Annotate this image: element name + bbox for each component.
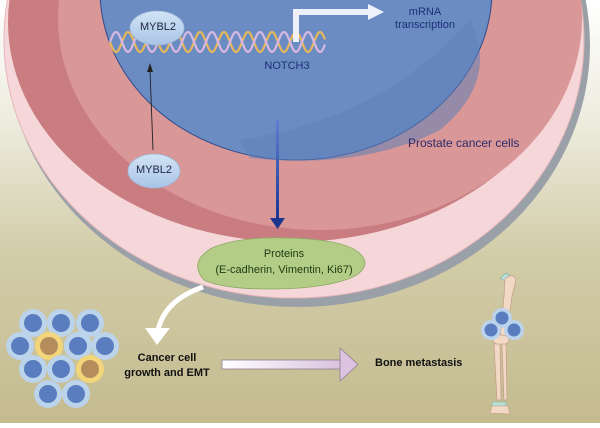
metastatic-cell xyxy=(481,320,501,340)
cancer-cell xyxy=(47,309,75,337)
translocation-arrow xyxy=(147,63,154,151)
mybl2-cytoplasm-bubble xyxy=(127,153,181,189)
cancer-cell-cluster xyxy=(6,309,119,408)
mybl2-bound-label: MYBL2 xyxy=(139,21,177,33)
cancer-cell xyxy=(6,332,34,360)
highlighted-cancer-cell xyxy=(76,355,104,383)
growth-emt-line2: growth and EMT xyxy=(124,367,210,379)
mybl2-bound-bubble xyxy=(129,10,185,46)
growth-emt-line1: Cancer cell xyxy=(137,352,197,364)
highlighted-cancer-cell xyxy=(35,332,63,360)
metastatic-cells xyxy=(481,308,524,340)
mybl2-cytoplasm-label: MYBL2 xyxy=(135,164,173,176)
cancer-cell xyxy=(47,355,75,383)
growth-arrow xyxy=(145,284,204,345)
proteins-label-line2: (E-cadherin, Vimentin, Ki67) xyxy=(215,264,353,276)
nucleus xyxy=(99,0,493,161)
transcription-arrow xyxy=(293,4,384,42)
metastasis-arrow xyxy=(221,347,359,382)
proteins-label: Proteins (E-cadherin, Vimentin, Ki67) xyxy=(194,246,374,278)
cancer-cell xyxy=(19,309,47,337)
prostate-cancer-cells-label: Prostate cancer cells xyxy=(408,136,520,150)
translation-arrow xyxy=(270,120,285,229)
cancer-cell xyxy=(64,332,92,360)
proteins-label-line1: Proteins xyxy=(263,248,305,260)
bone-metastasis-label: Bone metastasis xyxy=(375,357,463,369)
mrna-label-line1: mRNA xyxy=(408,6,442,18)
cancer-cell xyxy=(76,309,104,337)
cancer-cell xyxy=(34,380,62,408)
cancer-cell xyxy=(19,355,47,383)
protein-bubble xyxy=(197,237,366,290)
leg-bone-illustration xyxy=(489,272,517,415)
cancer-cell xyxy=(62,380,90,408)
mrna-label-line2: transcription xyxy=(395,19,455,31)
metastatic-cell xyxy=(504,320,524,340)
growth-emt-label: Cancer cell growth and EMT xyxy=(117,351,217,381)
cancer-cell xyxy=(91,332,119,360)
mrna-transcription-label: mRNA transcription xyxy=(390,6,460,32)
notch3-gene-label: NOTCH3 xyxy=(264,60,310,72)
